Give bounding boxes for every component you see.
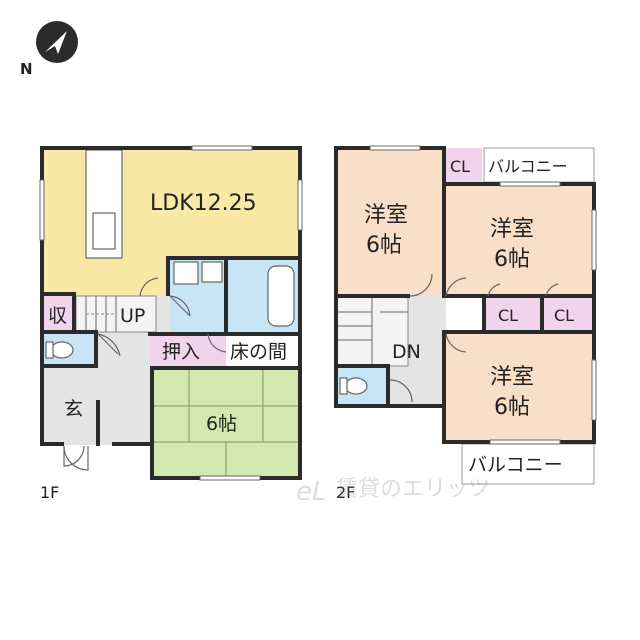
floor1-plan — [39, 145, 303, 481]
kitchen-sink-icon — [92, 212, 116, 250]
stairs-floor2 — [335, 295, 409, 367]
svg-text:賃貸のエリッツ: 賃貸のエリッツ — [336, 477, 490, 502]
washing-machine-icon — [173, 261, 199, 285]
ldk-room — [42, 148, 300, 258]
balcony-bottom — [461, 443, 595, 485]
floor1-label: 1F — [40, 483, 59, 502]
watermark-logo: eL 賃貸のエリッツ — [296, 477, 490, 507]
door-arcs-floor1 — [63, 277, 227, 471]
north-label: N — [20, 60, 33, 78]
tatami-label: 6帖 — [206, 413, 237, 435]
stairs-floor1 — [75, 295, 157, 333]
oshiire-closet — [150, 334, 228, 368]
closet-2 — [484, 296, 540, 332]
stairs-up-label: UP — [120, 305, 145, 327]
door-arcs-floor2 — [389, 273, 559, 403]
storage-room — [42, 296, 74, 332]
western-room-1 — [336, 148, 444, 296]
wash-basin-icon — [201, 261, 223, 283]
tokonoma-alcove — [226, 334, 300, 368]
western-room-2-label-line2: 6帖 — [494, 247, 530, 272]
balcony-top — [483, 147, 595, 183]
ldk-label: LDK12.25 — [150, 191, 257, 216]
entrance-area — [42, 368, 98, 444]
compass-arrow-icon — [36, 21, 78, 63]
western-room-3-label-line2: 6帖 — [494, 395, 530, 420]
closet-1-label: CL — [450, 157, 470, 176]
toilet-icon-floor2 — [344, 377, 368, 395]
oshiire-label: 押入 — [162, 341, 200, 363]
balcony-top-label: バルコニー — [488, 157, 568, 176]
tokonoma-label: 床の間 — [230, 341, 287, 363]
western-room-3 — [446, 334, 594, 442]
stairs-down-label: DN — [392, 341, 421, 363]
closet-1 — [446, 148, 482, 182]
western-room-2-label-line1: 洋室 — [490, 217, 534, 242]
closet-3-label: CL — [554, 306, 574, 325]
toilet-icon — [50, 341, 74, 359]
western-room-1-label-line1: 洋室 — [364, 203, 408, 228]
closet-3 — [542, 296, 594, 332]
western-room-3-label-line1: 洋室 — [490, 365, 534, 390]
western-room-2 — [446, 184, 594, 296]
bathtub-icon — [267, 265, 295, 327]
svg-text:eL: eL — [296, 477, 326, 507]
storage-label: 収 — [48, 305, 67, 327]
closet-2-label: CL — [498, 306, 518, 325]
western-room-1-label-line2: 6帖 — [366, 233, 402, 258]
balcony-bottom-label: バルコニー — [468, 454, 563, 476]
floor2-plan — [334, 145, 597, 485]
entrance-label: 玄 — [64, 398, 83, 420]
floor2-label: 2F — [336, 483, 355, 502]
